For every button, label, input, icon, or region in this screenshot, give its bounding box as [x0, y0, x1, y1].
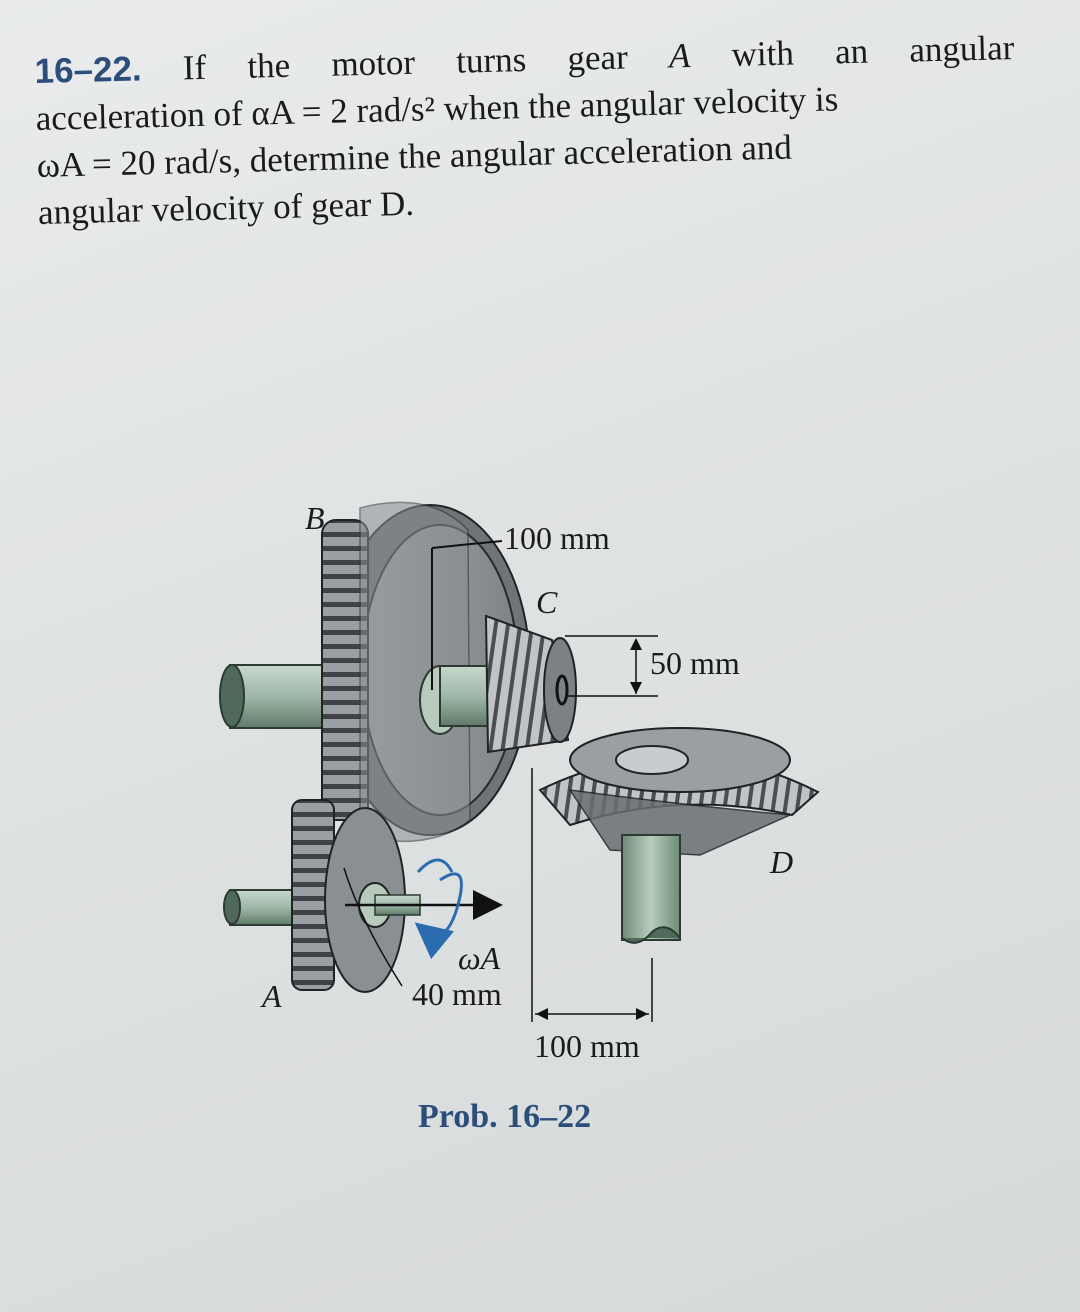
label-radius-c: 50 mm [650, 645, 740, 681]
label-b: B [305, 500, 325, 536]
label-a: A [262, 978, 282, 1014]
label-radius-d: 100 mm [534, 1028, 640, 1064]
label-c: C [536, 584, 558, 620]
figure-caption: Prob. 16–22 [418, 1098, 592, 1135]
label-radius-b: 100 mm [504, 520, 610, 556]
omega-arrow [414, 872, 463, 960]
label-omega-a: ωA [458, 940, 501, 976]
label-radius-a: 40 mm [412, 976, 502, 1012]
shaft-d [621, 834, 681, 941]
label-d: D [770, 844, 794, 880]
